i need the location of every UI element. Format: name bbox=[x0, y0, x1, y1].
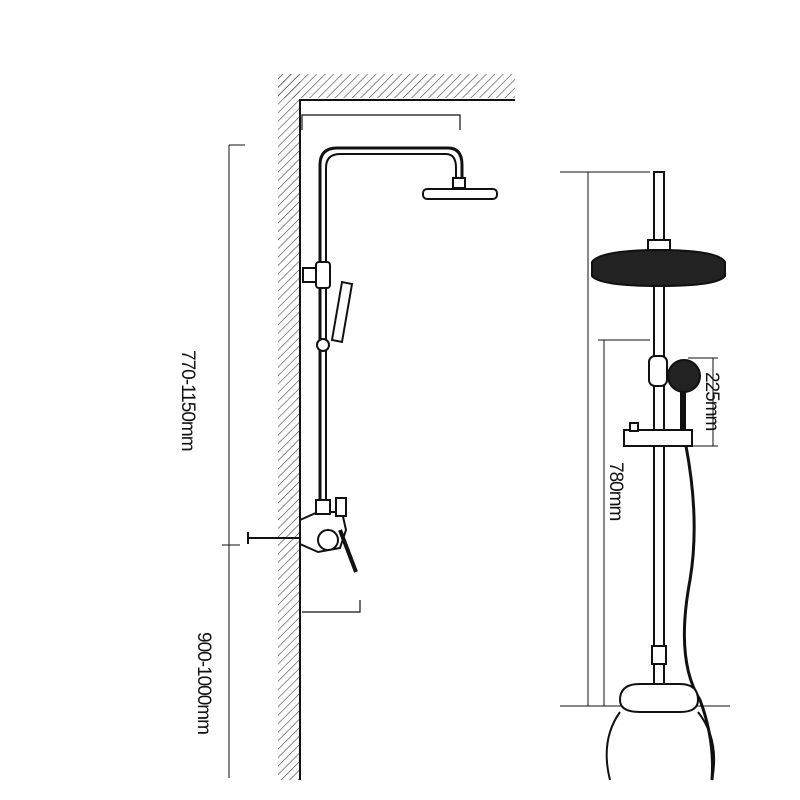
riser-rail bbox=[653, 285, 665, 687]
wall-bracket bbox=[302, 267, 318, 283]
slider-bracket bbox=[648, 355, 668, 387]
rail-label: 780mm bbox=[605, 462, 626, 521]
wall-surface bbox=[299, 99, 515, 780]
front-view bbox=[560, 171, 730, 781]
arm-reach-dimension bbox=[301, 114, 461, 130]
shelf bbox=[623, 429, 693, 447]
riser-pipe bbox=[318, 146, 464, 505]
top-pipe bbox=[653, 171, 665, 245]
hand-shower-head bbox=[667, 359, 701, 393]
ceiling-hatch bbox=[278, 74, 515, 98]
hand-shower bbox=[330, 280, 354, 344]
wall-hatch bbox=[278, 74, 300, 780]
overhead-shower-head bbox=[591, 248, 726, 288]
slider-knob bbox=[316, 338, 330, 352]
mount-height-label: 900-1000mm bbox=[193, 632, 214, 734]
overhead-shower-head bbox=[422, 188, 498, 200]
outlet-dimension bbox=[302, 600, 361, 613]
handheld-label: 225mm bbox=[701, 372, 722, 431]
base-outline bbox=[605, 711, 716, 781]
left-dimension-lines bbox=[222, 144, 245, 778]
left-side-view bbox=[222, 74, 515, 780]
height-range-label: 770-1150mm bbox=[177, 350, 198, 451]
mixer-body bbox=[618, 683, 700, 713]
shower-head-connector bbox=[452, 177, 466, 189]
mixer-handle bbox=[338, 529, 358, 573]
